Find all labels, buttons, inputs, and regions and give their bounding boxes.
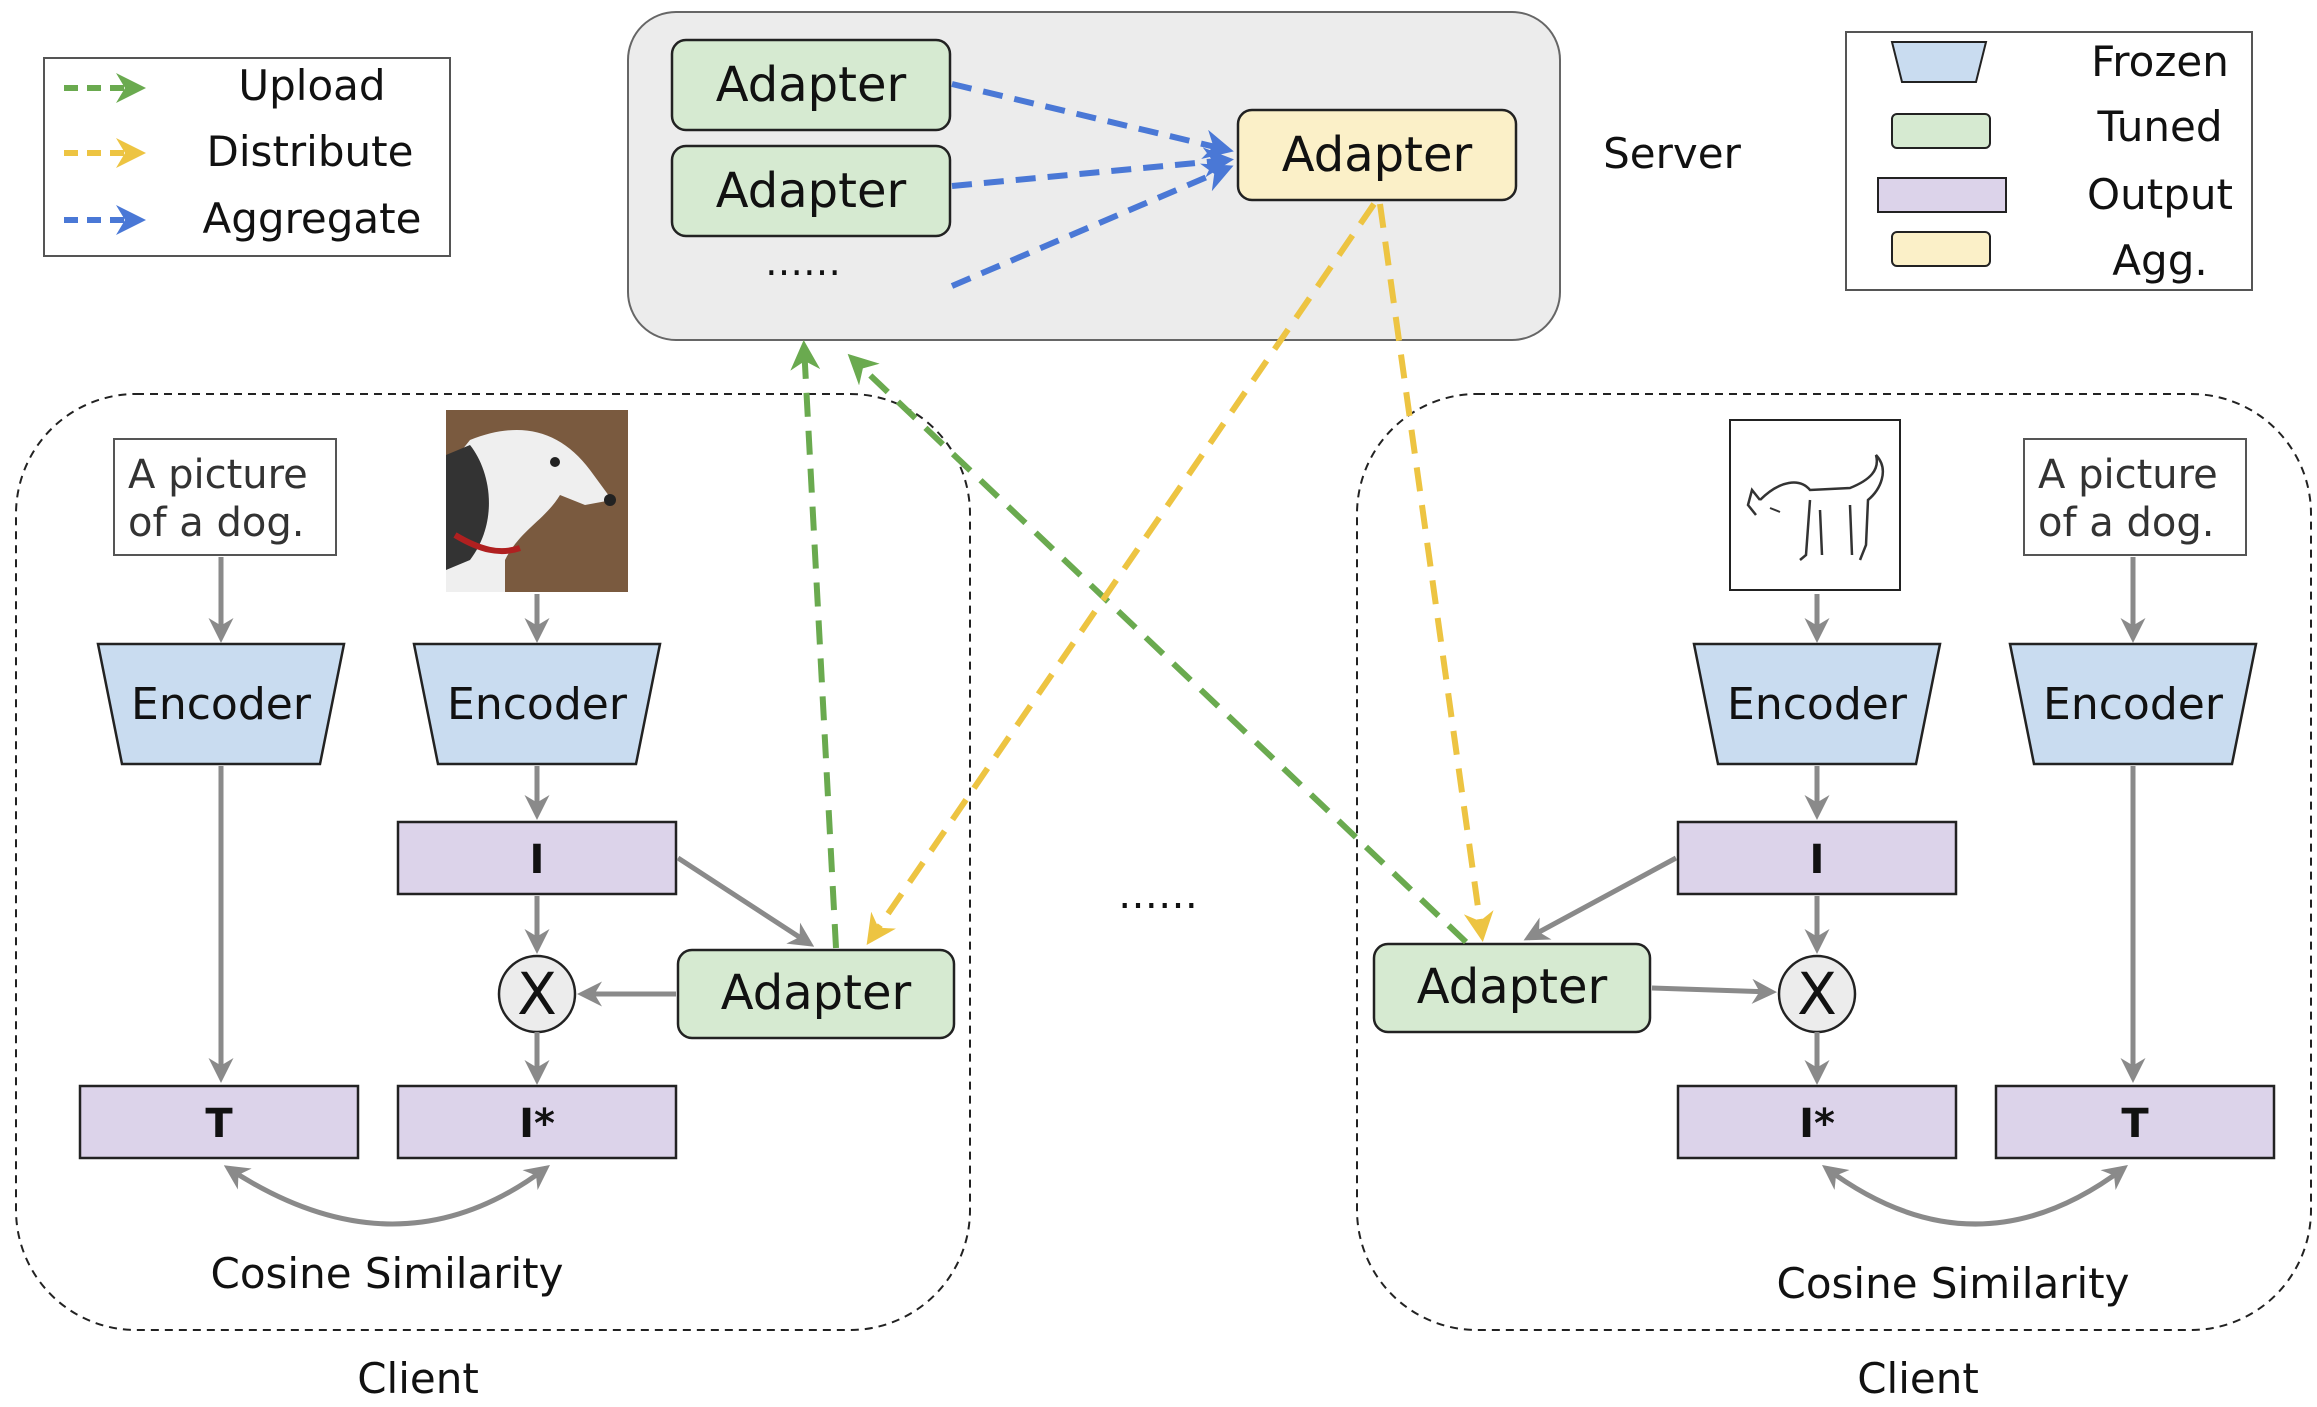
server-ellipsis: …… [765,240,841,284]
left-prompt-line-1: A picture [128,452,308,498]
distribute-arrow-left-client [866,202,1377,945]
agg-swatch-icon [1891,231,1991,267]
left-arrow-i-adapter [676,855,815,947]
server-panel: Adapter Adapter …… Adapter Server [627,11,1742,341]
legend-tuned-label: Tuned [2096,102,2222,151]
right-client: Client A picture of a dog. Encoder Encod… [1356,393,2312,1403]
left-text-encoder [96,642,346,766]
right-multiply-label: X [1797,960,1837,1028]
right-text-prompt [2023,438,2247,556]
server-adapter-1-label: Adapter [716,57,907,113]
output-swatch-icon [1877,177,2007,213]
aggregate-arrow-2 [951,147,1234,189]
right-similarity-label: Cosine Similarity [1777,1259,2130,1308]
left-multiply-label: X [517,960,557,1028]
right-text-encoder [2008,642,2258,766]
right-client-adapter-label: Adapter [1417,959,1608,1015]
legend-upload-label: Upload [238,61,385,110]
right-adapted-feature [1676,1084,1958,1160]
left-client: Client A picture of a dog. Encoder Encod… [15,393,971,1403]
left-text-feature [78,1084,360,1160]
left-image-feature-label: I [530,837,545,883]
legend-output-label: Output [2087,170,2233,219]
right-client-boundary [1356,393,2312,1331]
server-adapter-2 [670,144,952,238]
left-client-adapter-label: Adapter [721,965,912,1021]
left-client-boundary [15,393,971,1331]
left-similarity-arrow [223,1164,550,1227]
left-client-label: Client [357,1354,479,1403]
right-client-label: Client [1857,1354,1979,1403]
left-text-feature-label: T [205,1101,233,1147]
dog-painting-icon [446,410,628,592]
right-prompt-line-2: of a dog. [2038,500,2214,546]
distribute-arrow-right-client [1377,203,1494,942]
box-legend: Frozen Tuned Output Agg. [1845,31,2253,291]
right-image-encoder-label: Encoder [1727,679,1908,730]
tuned-swatch-icon [1891,113,1991,149]
aggregate-arrow-1 [951,81,1234,160]
server-label: Server [1603,129,1741,178]
frozen-swatch-icon [1890,41,1988,83]
server-aggregated-adapter [1236,108,1518,202]
legend-frozen-label: Frozen [2091,37,2229,86]
left-text-encoder-label: Encoder [131,679,312,730]
upload-arrow-right-client [847,353,1469,945]
left-text-prompt [113,438,337,556]
dog-sketch-icon [1729,419,1901,591]
right-prompt-line-1: A picture [2038,452,2218,498]
right-similarity-arrow [1821,1164,2128,1227]
server-adapter-1 [670,38,952,132]
left-image-encoder-label: Encoder [447,679,628,730]
right-adapted-feature-label: I* [1799,1101,1835,1147]
right-image-feature-label: I [1810,837,1825,883]
server-adapter-2-label: Adapter [716,163,907,219]
middle-ellipsis: …… [1118,872,1198,918]
left-adapted-feature [396,1084,678,1160]
left-image-feature [396,820,678,896]
upload-arrow-left-client [790,340,839,949]
right-text-feature [1994,1084,2276,1160]
left-similarity-label: Cosine Similarity [211,1249,564,1298]
right-client-adapter [1372,942,1652,1034]
right-image-feature [1676,820,1958,896]
left-adapted-feature-label: I* [519,1101,555,1147]
right-arrow-adapter-multiply [1651,978,1777,1004]
legend-distribute-label: Distribute [207,127,414,176]
aggregate-arrow-3 [950,163,1234,289]
legend-agg-label: Agg. [2112,236,2207,285]
server-aggregated-adapter-label: Adapter [1282,127,1473,183]
right-image-encoder [1692,642,1942,766]
left-image-encoder [412,642,662,766]
arrow-legend: Upload Distribute Aggregate [43,57,451,257]
right-arrow-i-adapter [1523,855,1678,941]
left-prompt-line-2: of a dog. [128,500,304,546]
left-client-adapter [676,948,956,1040]
right-text-encoder-label: Encoder [2043,679,2224,730]
legend-aggregate-label: Aggregate [203,194,422,243]
right-text-feature-label: T [2121,1101,2149,1147]
